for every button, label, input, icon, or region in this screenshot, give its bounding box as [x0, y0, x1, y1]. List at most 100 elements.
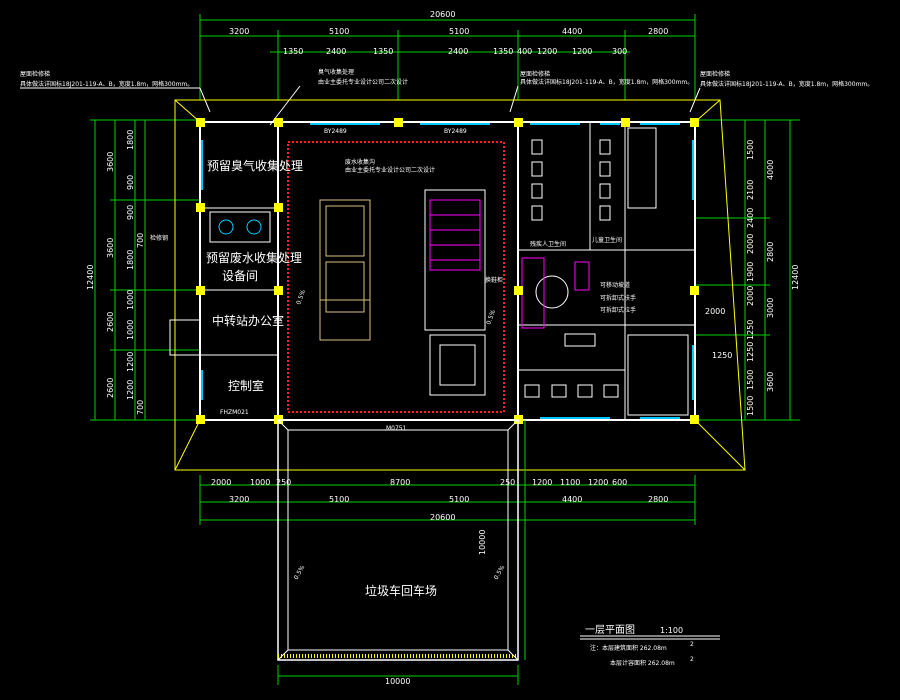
dim-sub-6: 400 — [517, 47, 532, 56]
dim-right-s2: 1250 — [712, 351, 732, 360]
dim-bot-6: 1200 — [532, 478, 552, 487]
dim-left-i8: 1200 — [126, 380, 135, 400]
slope-turn-right: 0.5% — [493, 564, 507, 581]
dim-right-i7: 1250 — [746, 320, 755, 340]
dim-left-total: 12400 — [86, 265, 95, 290]
dim-right-i1: 1500 — [746, 140, 755, 160]
door-side: FHZM021 — [220, 409, 249, 416]
note-wastewater-2: 由业主委托专业设计公司二次设计 — [345, 166, 435, 174]
dim-right-4: 3600 — [766, 372, 775, 392]
dim-left-2: 3600 — [106, 238, 115, 258]
right-dimensions: 12400 4000 2800 3000 3600 1500 2100 2400… — [695, 119, 800, 421]
dim-bot-3: 250 — [276, 478, 291, 487]
toilet-fixtures — [524, 139, 619, 398]
dim-left-i1: 1800 — [126, 130, 135, 150]
dim-left-i2: 900 — [126, 175, 135, 190]
dim-left-i3: 900 — [126, 205, 135, 220]
note-area-2: 本层计容面积 262.08m — [610, 659, 675, 667]
note-left-2: 具体做法详国标18J201-119-A、B，宽度1.8m，网格300mm。 — [20, 80, 193, 88]
dim-sub-5: 1350 — [493, 47, 513, 56]
dim-sub-7: 1200 — [537, 47, 557, 56]
dim-sub-4: 2400 — [448, 47, 468, 56]
dim-left-3: 2600 — [106, 312, 115, 332]
slope-turn-left: 0.5% — [293, 564, 307, 581]
dim-sub-2: 2400 — [326, 47, 346, 56]
note-right-1: 屋面检修梯 — [520, 70, 550, 78]
dim-right-2: 2800 — [766, 242, 775, 262]
door-main: M0751 — [386, 425, 407, 432]
note-ramp-1: 可移动坡道 — [600, 281, 630, 289]
room-labels: 预留臭气收集处理 预留废水收集处理 设备间 中转站办公室 控制室 垃圾车回车场 — [206, 158, 437, 598]
dim-right-i3: 2400 — [746, 208, 755, 228]
dim-right-1: 4000 — [766, 160, 775, 180]
dim-top-5: 2800 — [648, 27, 668, 36]
dim-top-4: 4400 — [562, 27, 582, 36]
building-outline — [174, 99, 746, 471]
note-ramp-2: 可拆卸式扶手 — [600, 294, 636, 302]
room-control: 控制室 — [228, 378, 264, 393]
bottom-dimensions: 2000 1000 250 8700 250 1200 1100 1200 60… — [199, 475, 696, 525]
dim-sub-8: 1200 — [572, 47, 592, 56]
slope-mid: 0.5% — [485, 309, 497, 326]
dim-left-1: 3600 — [106, 152, 115, 172]
dim-left-4: 2600 — [106, 378, 115, 398]
dim-bot2-3: 5100 — [449, 495, 469, 504]
note-handicap: 残疾人卫生间 — [530, 240, 566, 248]
drawing-scale: 1:100 — [660, 626, 683, 635]
note-door: 换鞋柜 — [485, 276, 503, 284]
dim-turn-depth: 10000 — [478, 530, 487, 555]
compactor-truck — [319, 199, 371, 341]
plan-annotations: 废水收集沟 由业主委托专业设计公司二次设计 残疾人卫生间 儿童卫生间 可移动坡道… — [150, 158, 636, 432]
dim-sub-9: 300 — [612, 47, 627, 56]
dim-total-top: 20600 — [430, 10, 455, 19]
dim-bot2-1: 3200 — [229, 495, 249, 504]
garbage-truck — [424, 189, 486, 396]
dim-top-3: 5100 — [449, 27, 469, 36]
window-by1: BY2489 — [324, 128, 347, 135]
dim-left-s1: 700 — [136, 400, 145, 415]
note-right-2: 具体做法详国标18J201-119-A、B，宽度1.8m，网格300mm。 — [520, 78, 693, 86]
room-office: 中转站办公室 — [212, 313, 284, 328]
dim-right-3: 3000 — [766, 298, 775, 318]
note-ramp-3: 可拆卸式拉手 — [600, 306, 636, 314]
dim-right-total: 12400 — [791, 265, 800, 290]
dim-right-s1: 2000 — [705, 307, 725, 316]
note-area-1: 注：本层建筑面积 262.08m — [590, 644, 667, 652]
windows: BY2489 BY2489 — [201, 123, 694, 419]
title-block: 一层平面图 1:100 注：本层建筑面积 262.08m 2 本层计容面积 26… — [580, 624, 720, 667]
dim-bot-4: 8700 — [390, 478, 410, 487]
dim-right-i5: 1900 — [746, 262, 755, 282]
note-family: 儿童卫生间 — [592, 236, 622, 244]
note-center-2: 由业主委托专业设计公司二次设计 — [318, 78, 408, 86]
dim-right-i10: 1500 — [746, 396, 755, 416]
top-annotations: 屋面检修梯 具体做法详国标18J201-119-A、B，宽度1.8m，网格300… — [20, 68, 873, 126]
turnaround-area: 10000 10000 0.5% 0.5% — [277, 419, 526, 686]
note-area-1-sup: 2 — [690, 641, 694, 648]
dim-turn-width: 10000 — [385, 677, 410, 686]
dim-bot2-5: 2800 — [648, 495, 668, 504]
window-by2: BY2489 — [444, 128, 467, 135]
dim-left-i4: 1800 — [126, 250, 135, 270]
room-turnaround: 垃圾车回车场 — [365, 583, 437, 598]
dim-bot-8: 1200 — [588, 478, 608, 487]
note-left-1: 屋面检修梯 — [20, 70, 50, 78]
room-wastewater: 预留废水收集处理 — [206, 250, 302, 265]
dim-bot-9: 600 — [612, 478, 627, 487]
dim-left-s2: 700 — [136, 233, 145, 248]
room-odor: 预留臭气收集处理 — [207, 158, 303, 173]
dim-bot2-2: 5100 — [329, 495, 349, 504]
dim-right-i9: 1500 — [746, 370, 755, 390]
dim-sub-3: 1350 — [373, 47, 393, 56]
dim-left-i6: 1000 — [126, 320, 135, 340]
dim-right-i4: 2000 — [746, 234, 755, 254]
dim-bot-1: 2000 — [211, 478, 231, 487]
dim-top-1: 3200 — [229, 27, 249, 36]
dim-right-i2: 2100 — [746, 180, 755, 200]
dim-bot-7: 1100 — [560, 478, 580, 487]
note-label-left: 检修钢 — [150, 234, 168, 242]
room-equipment: 设备间 — [222, 269, 258, 283]
dim-sub-1: 1350 — [283, 47, 303, 56]
waste-trench — [287, 141, 505, 413]
dim-right-i6: 2000 — [746, 286, 755, 306]
